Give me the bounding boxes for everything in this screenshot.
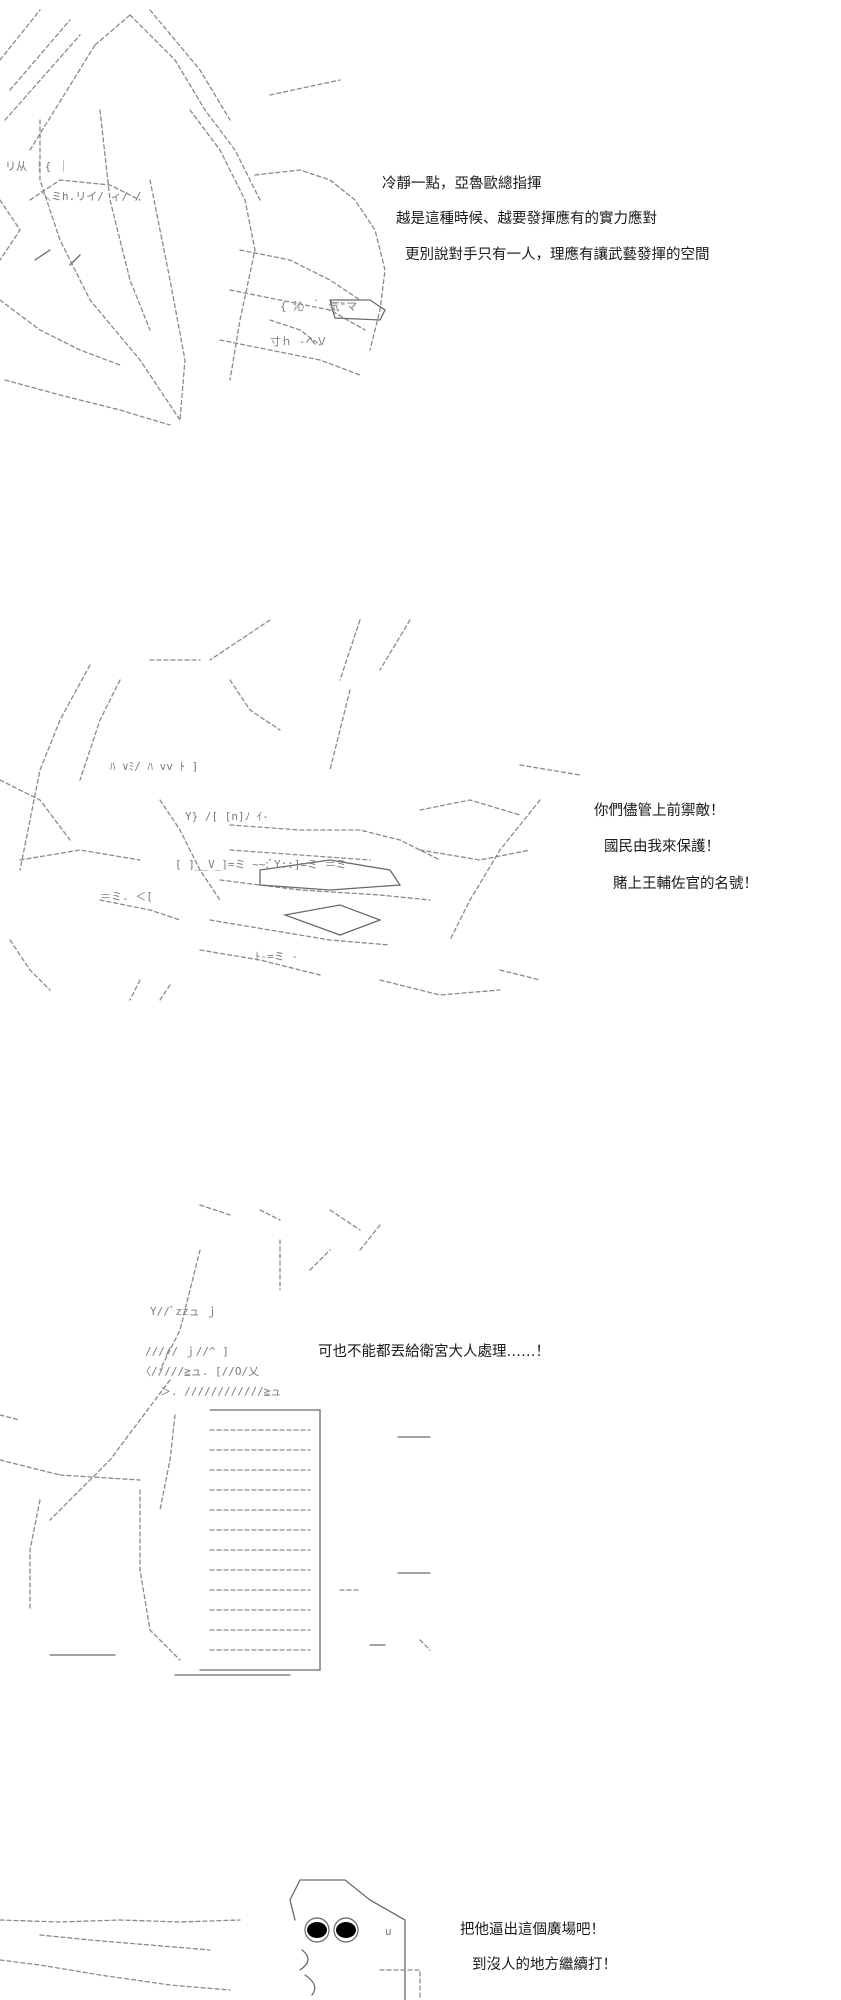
svg-text:リ从 ｜{ ｜: リ从 ｜{ ｜ [5, 160, 69, 173]
panel-3-ascii-art: Y//ﾞzzュ ｊ ///// ｊ//^ ] 〈/////≧ュ. [//O/乂 … [0, 1204, 431, 1676]
svg-text:ﾄ‐=ミ ‐: ﾄ‐=ミ ‐ [255, 950, 298, 963]
panel-1-line-1: 冷靜一點，亞魯歐總指揮 [382, 176, 542, 192]
panel-1-line-2: 越是這種時候、越要發揮應有的實力應對 [396, 211, 657, 227]
panel-3-line-1: 可也不能都丟給衛宮大人處理……！ [318, 1344, 550, 1360]
svg-text:{ 沁 ｀ 気"マ: { 沁 ｀ 気"マ [280, 298, 357, 313]
panel-1-ascii-art: リ从 ｜{ ｜ ＼ミh.リイ/ ィ/ / { 沁 ｀ 気"マ 寸ｈ ‐へＶ [0, 9, 386, 426]
svg-text:ﾊ ∨ﾐ/ ﾊ vv ﾄ ]: ﾊ ∨ﾐ/ ﾊ vv ﾄ ] [110, 760, 198, 773]
svg-text:＞. ////////////≧ュ: ＞. ////////////≧ュ [160, 1385, 281, 1398]
svg-text:Y} /[ [n]ﾉ ｲ-: Y} /[ [n]ﾉ ｲ- [185, 810, 269, 823]
panel-4-line-1: 把他逼出這個廣場吧！ [460, 1922, 605, 1938]
panel-2-ascii-art: ﾊ ∨ﾐ/ ﾊ vv ﾄ ] Y} /[ [n]ﾉ ｲ- [ ]__V_]=ミ … [0, 619, 581, 1001]
svg-text:u: u [385, 1925, 392, 1938]
svg-text:Y//ﾞzzュ ｊ: Y//ﾞzzュ ｊ [150, 1305, 217, 1318]
panel-1-line-3: 更別說對手只有一人，理應有讓武藝發揮的空間 [405, 247, 710, 263]
panel-1: リ从 ｜{ ｜ ＼ミh.リイ/ ィ/ / { 沁 ｀ 気"マ 寸ｈ ‐へＶ 冷靜… [0, 0, 841, 440]
panel-3: Y//ﾞzzュ ｊ ///// ｊ//^ ] 〈/////≧ュ. [//O/乂 … [0, 1190, 841, 1690]
svg-text:＼ミh.リイ/ ィ/ /: ＼ミh.リイ/ ィ/ / [40, 190, 141, 203]
svg-text:///// ｊ//^ ]: ///// ｊ//^ ] [145, 1345, 229, 1358]
panel-4-line-2: 到沒人的地方繼續打！ [472, 1957, 617, 1973]
svg-text:〈/////≧ュ. [//O/乂: 〈/////≧ュ. [//O/乂 [140, 1365, 259, 1378]
svg-text:寸ｈ ‐へＶ: 寸ｈ ‐へＶ [270, 334, 327, 348]
panel-2: ﾊ ∨ﾐ/ ﾊ vv ﾄ ] Y} /[ [n]ﾉ ｲ- [ ]__V_]=ミ … [0, 600, 841, 1020]
panel-2-line-2: 國民由我來保護！ [604, 839, 720, 855]
svg-text:[ ]__V_]=ミ ~~:ﾞY::]=ミ ＝ミ: [ ]__V_]=ミ ~~:ﾞY::]=ミ ＝ミ [175, 858, 347, 871]
panel-2-line-3: 賭上王輔佐官的名號！ [613, 876, 758, 892]
panel-4: u 把他逼出這個廣場吧！ 到沒人的地方繼續打！ [0, 1860, 841, 2000]
panel-4-ascii-art: u [0, 1879, 421, 2000]
panel-2-line-1: 你們儘管上前禦敵！ [594, 803, 725, 819]
svg-text:＝ミ. ＜[: ＝ミ. ＜[ [100, 890, 153, 903]
